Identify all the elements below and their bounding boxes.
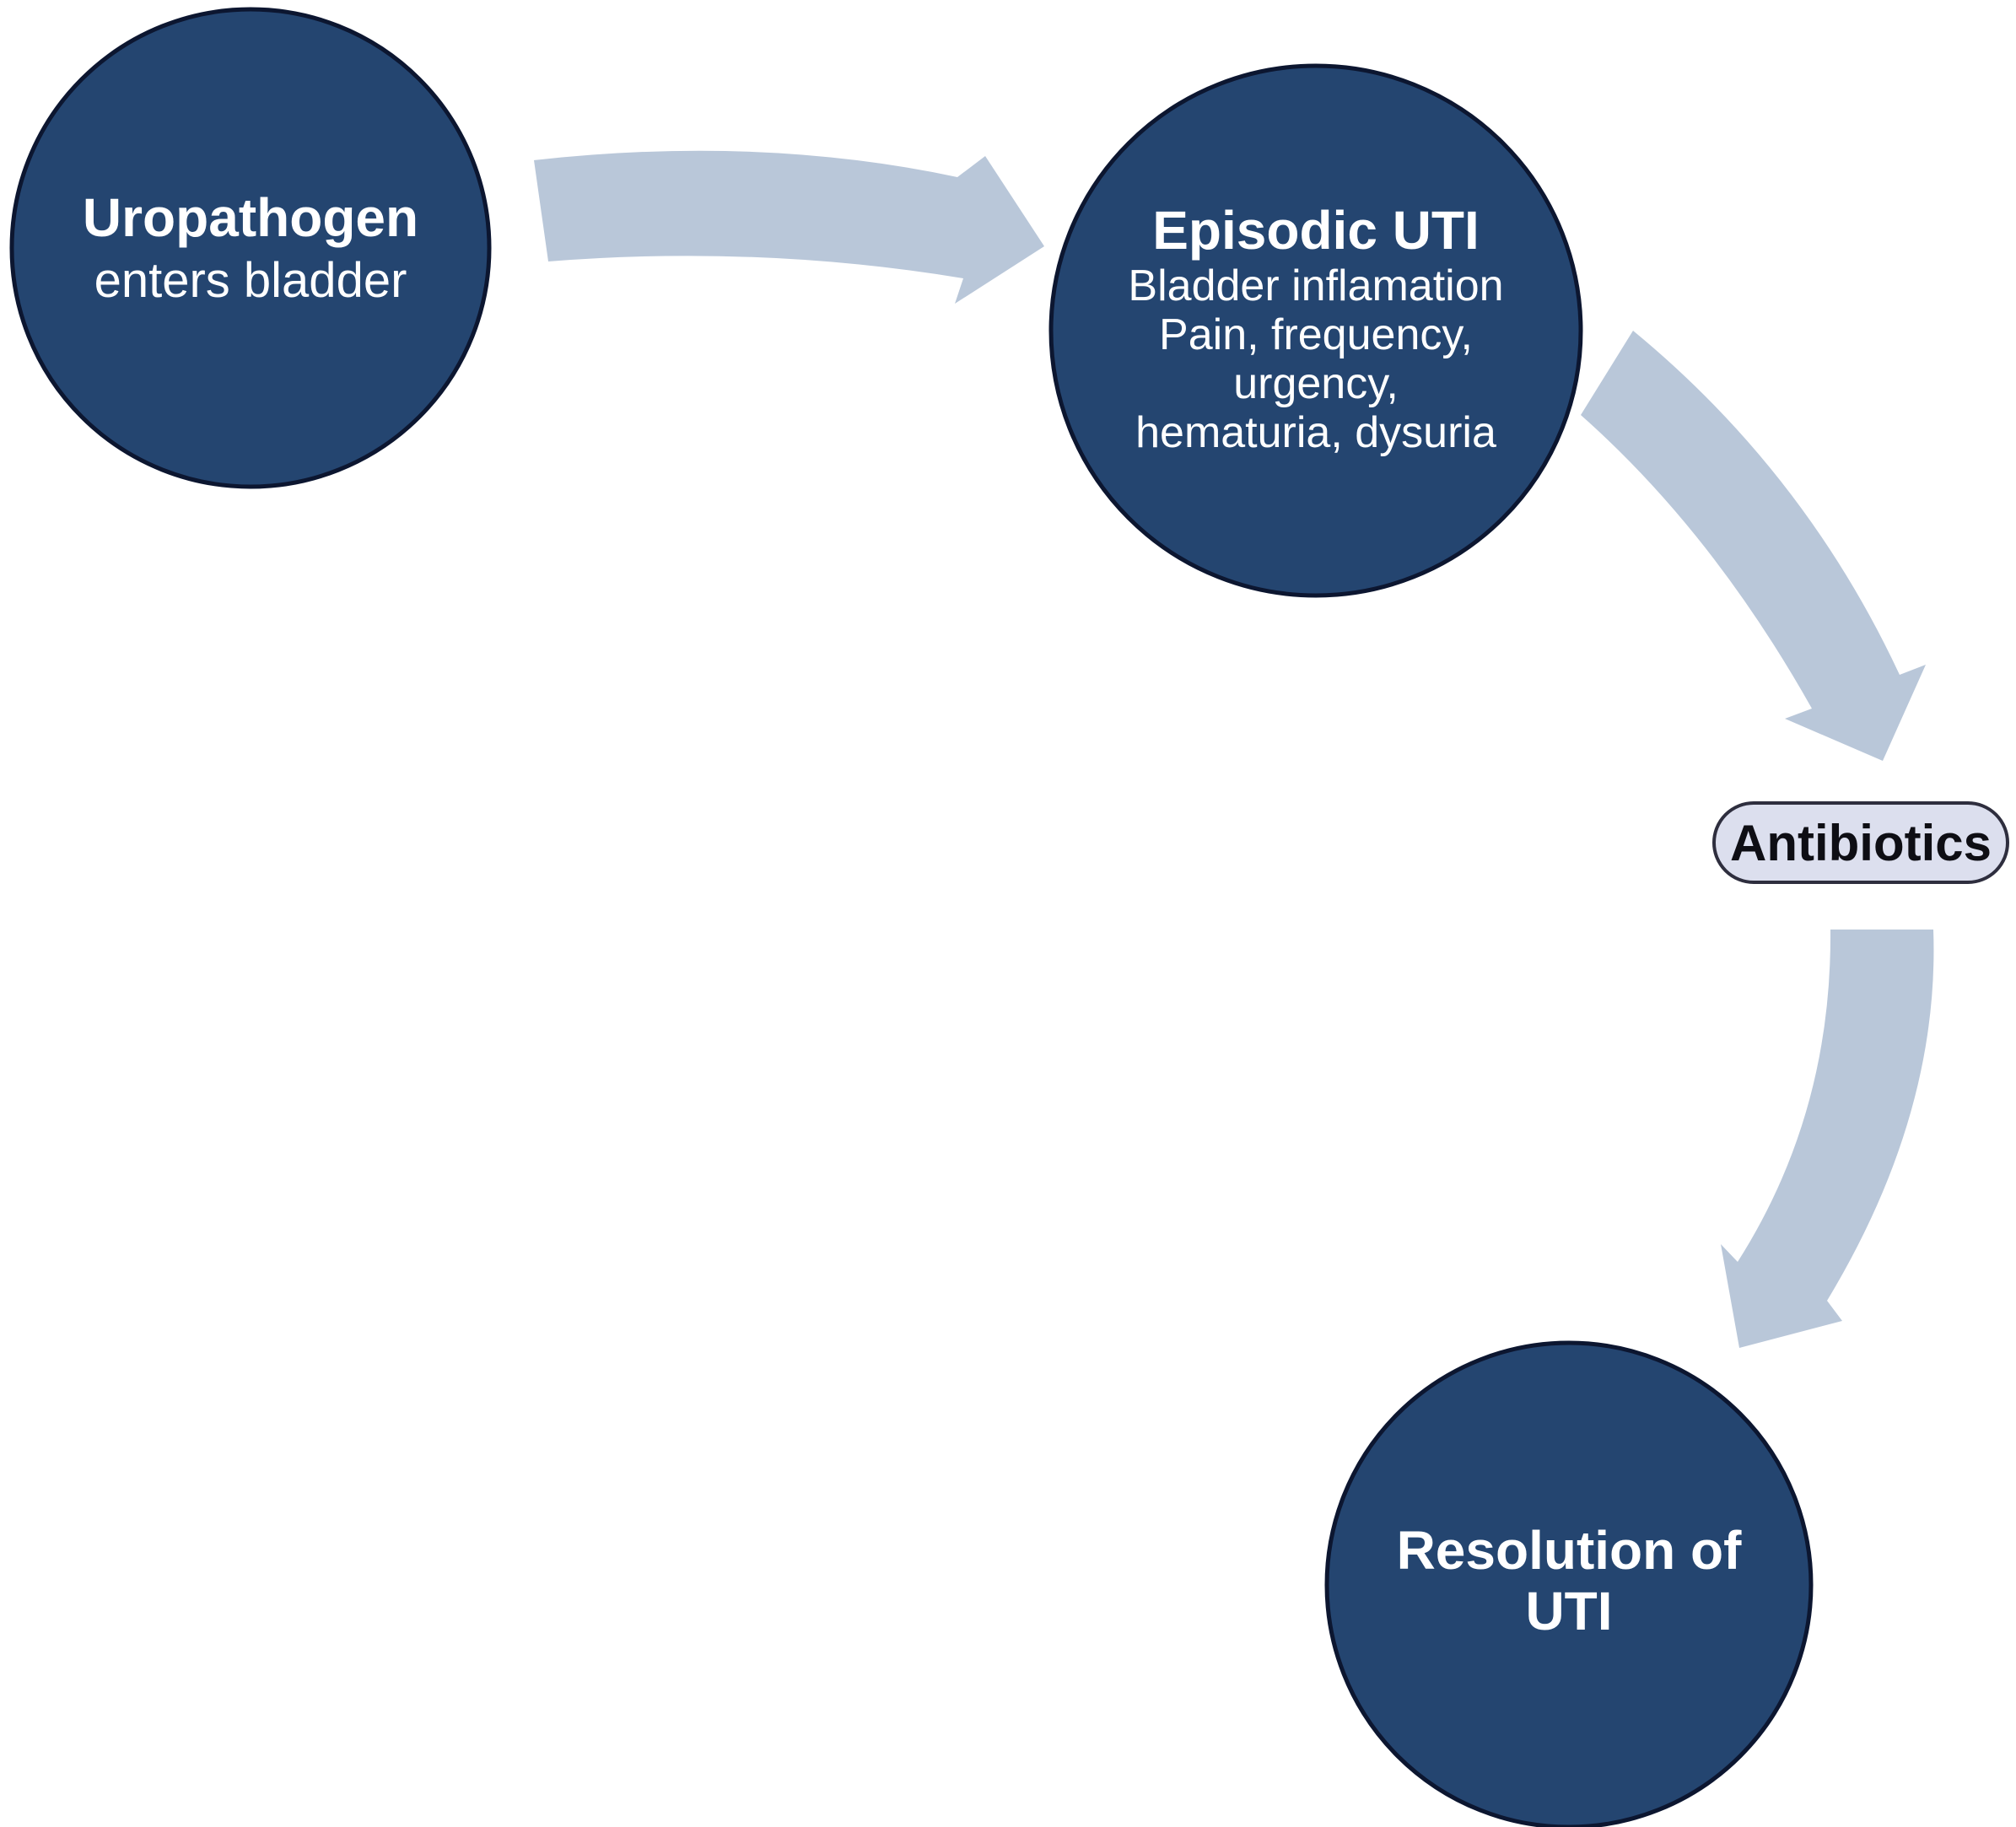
node-antibiotics: Antibiotics	[1712, 801, 2009, 884]
node-antibiotics-pill	[1712, 801, 2009, 884]
node-episodic-uti-line: urgency,	[1233, 359, 1399, 408]
node-resolution-circle	[1324, 1340, 1814, 1827]
node-resolution-line: UTI	[1525, 1581, 1612, 1641]
node-episodic-uti-title: Episodic UTI	[1152, 200, 1480, 261]
node-episodic-uti-circle	[1048, 63, 1583, 598]
arrow-uropathogen-to-episodic	[534, 150, 1044, 304]
node-uropathogen-subtitle: enters bladder	[94, 253, 407, 308]
node-episodic-uti-line: Bladder inflamation	[1128, 261, 1503, 310]
node-uropathogen-title: Uropathogen	[83, 187, 418, 248]
node-uropathogen: Uropathogen enters bladder	[9, 7, 492, 489]
arrow-antibiotics-to-resolution	[1721, 930, 1934, 1348]
node-resolution: Resolution of UTI	[1324, 1340, 1814, 1827]
node-episodic-uti: Episodic UTI Bladder inflamation Pain, f…	[1048, 63, 1583, 598]
node-uropathogen-circle	[9, 7, 492, 489]
node-antibiotics-label: Antibiotics	[1730, 815, 1992, 871]
node-episodic-uti-line: hematuria, dysuria	[1135, 408, 1496, 457]
node-episodic-uti-line: Pain, frequency,	[1159, 310, 1473, 359]
node-resolution-line: Resolution of	[1397, 1520, 1743, 1581]
arrow-episodic-to-antibiotics	[1581, 331, 1926, 761]
